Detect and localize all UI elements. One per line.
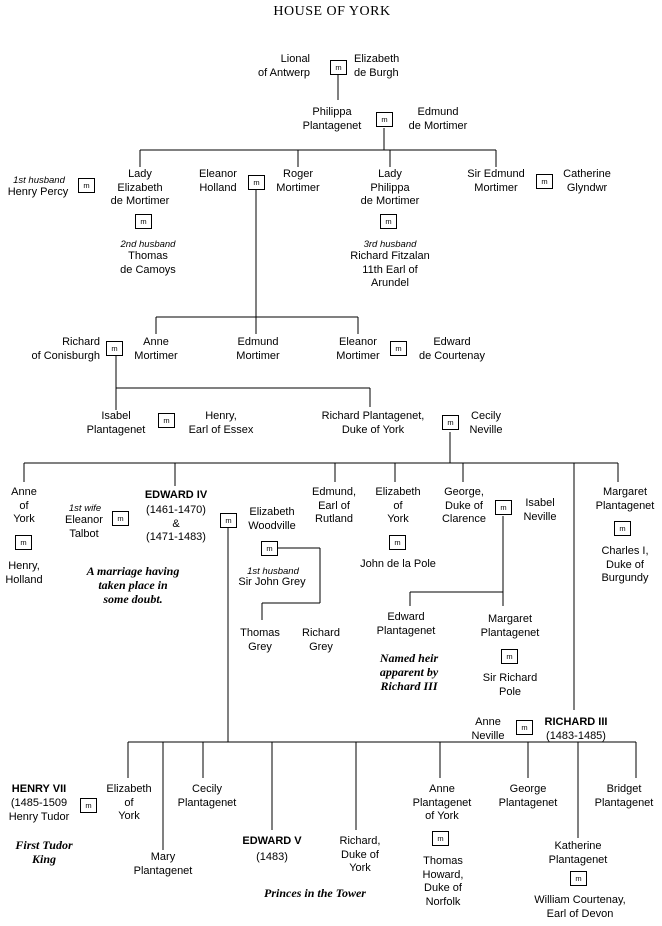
marriage-box: m [135,214,152,229]
marriage-box: m [432,831,449,846]
marriage-box: m [261,541,278,556]
person-thomas-grey: Thomas Grey [240,627,280,653]
marriage-box: m [516,720,533,735]
note-marriage-in-doubt: A marriage having taken place in some do… [86,564,180,606]
person-lional-of-antwerp: Lional of Antwerp [258,53,310,79]
label-1st-husband: 1st husband [13,175,65,186]
person-richard-iii: RICHARD III [544,716,608,728]
person-eleanor-mortimer: Eleanor Mortimer [336,336,380,362]
person-george-plantagenet: George Plantagenet [498,783,558,809]
label-1st-husband-grey: 1st husband [247,566,299,577]
person-cecily-neville: Cecily Neville [469,410,503,436]
person-isabel-neville: Isabel Neville [523,497,557,523]
henry-vii-dates: (1485-1509 Henry Tudor [8,797,70,823]
marriage-box: m [80,798,97,813]
marriage-box: m [536,174,553,189]
person-henry-vii: HENRY VII [11,783,67,795]
marriage-box: m [248,175,265,190]
person-edmund-mortimer: Edmund Mortimer [236,336,280,362]
person-sir-richard-pole: Sir Richard Pole [482,672,538,698]
person-isabel-plantagenet: Isabel Plantagenet [86,410,146,436]
note-named-heir: Named heir apparent by Richard III [379,651,439,693]
person-eleanor-talbot: Eleanor Talbot [65,514,103,540]
marriage-box: m [106,341,123,356]
person-edmund-de-mortimer: Edmund de Mortimer [408,106,468,132]
person-katherine-plantagenet: Katherine Plantagenet [548,840,608,866]
marriage-box: m [112,511,129,526]
person-charles-duke-of-burgundy: Charles I, Duke of Burgundy [601,545,649,584]
person-henry-earl-of-essex: Henry, Earl of Essex [188,410,254,436]
marriage-box: m [376,112,393,127]
person-henry-holland: Henry, Holland [5,560,43,586]
note-first-tudor-king: First Tudor King [15,838,73,866]
marriage-box: m [495,500,512,515]
person-roger-mortimer: Roger Mortimer [276,168,320,194]
marriage-box: m [442,415,459,430]
label-3rd-husband: 3rd husband [363,239,417,250]
person-richard-duke-of-york: Richard, Duke of York [339,835,381,874]
person-sir-edmund-mortimer: Sir Edmund Mortimer [467,168,525,194]
marriage-box: m [78,178,95,193]
marriage-box: m [501,649,518,664]
person-richard-fitzalan: Richard Fitzalan 11th Earl of Arundel [350,250,430,289]
note-princes-in-the-tower: Princes in the Tower [264,886,366,900]
person-richard-of-conisburgh: Richard of Conisburgh [31,336,101,362]
person-lady-elizabeth-de-mortimer: Lady Elizabeth de Mortimer [110,168,170,207]
person-anne-neville: Anne Neville [471,716,505,742]
person-richard-grey: Richard Grey [302,627,340,653]
label-2nd-husband: 2nd husband [120,239,176,250]
marriage-box: m [380,214,397,229]
person-henry-percy: Henry Percy [7,186,69,198]
marriage-box: m [390,341,407,356]
person-anne-plantagenet-of-york: Anne Plantagenet of York [412,783,472,822]
person-edward-plantagenet: Edward Plantagenet [376,611,436,637]
person-edward-iv: EDWARD IV [144,489,208,501]
marriage-box: m [389,535,406,550]
person-edmund-earl-of-rutland: Edmund, Earl of Rutland [311,486,357,525]
person-lady-philippa-de-mortimer: Lady Philippa de Mortimer [360,168,420,207]
person-elizabeth-of-york-sister: Elizabeth of York [375,486,421,525]
edward-v-dates: (1483) [256,851,288,863]
person-sir-john-grey: Sir John Grey [238,576,306,588]
person-anne-of-york: Anne of York [11,486,37,525]
person-john-de-la-pole: John de la Pole [360,558,436,570]
person-edward-de-courtenay: Edward de Courtenay [418,336,486,362]
edward-iv-reign-dates: (1461-1470) & (1471-1483) [146,504,206,543]
person-william-courtenay: William Courtenay, Earl of Devon [534,894,626,920]
person-margaret-plantagenet-clarence: Margaret Plantagenet [480,613,540,639]
person-richard-plantagenet-duke-of-york: Richard Plantagenet, Duke of York [321,410,425,436]
person-elizabeth-of-york: Elizabeth of York [106,783,152,822]
person-elizabeth-woodville: Elizabeth Woodville [248,506,296,532]
marriage-box: m [15,535,32,550]
chart-title: HOUSE OF YORK [273,4,391,19]
person-catherine-glyndwr: Catherine Glyndwr [563,168,611,194]
person-elizabeth-de-burgh: Elizabeth de Burgh [354,53,400,79]
marriage-box: m [220,513,237,528]
person-anne-mortimer: Anne Mortimer [134,336,178,362]
richard-iii-reign-dates: (1483-1485) [546,730,606,742]
marriage-box: m [614,521,631,536]
person-eleanor-holland: Eleanor Holland [199,168,237,194]
marriage-box: m [570,871,587,886]
person-bridget-plantagenet: Bridget Plantagenet [594,783,654,809]
person-george-duke-of-clarence: George, Duke of Clarence [441,486,487,525]
person-edward-v: EDWARD V [242,835,302,847]
person-mary-plantagenet: Mary Plantagenet [133,851,193,877]
marriage-box: m [158,413,175,428]
person-thomas-de-camoys: Thomas de Camoys [120,250,176,276]
person-thomas-howard: Thomas Howard, Duke of Norfolk [422,855,464,908]
marriage-box: m [330,60,347,75]
person-philippa-plantagenet: Philippa Plantagenet [302,106,362,132]
label-1st-wife: 1st wife [68,503,102,514]
person-margaret-plantagenet: Margaret Plantagenet [595,486,655,512]
person-cecily-plantagenet: Cecily Plantagenet [177,783,237,809]
